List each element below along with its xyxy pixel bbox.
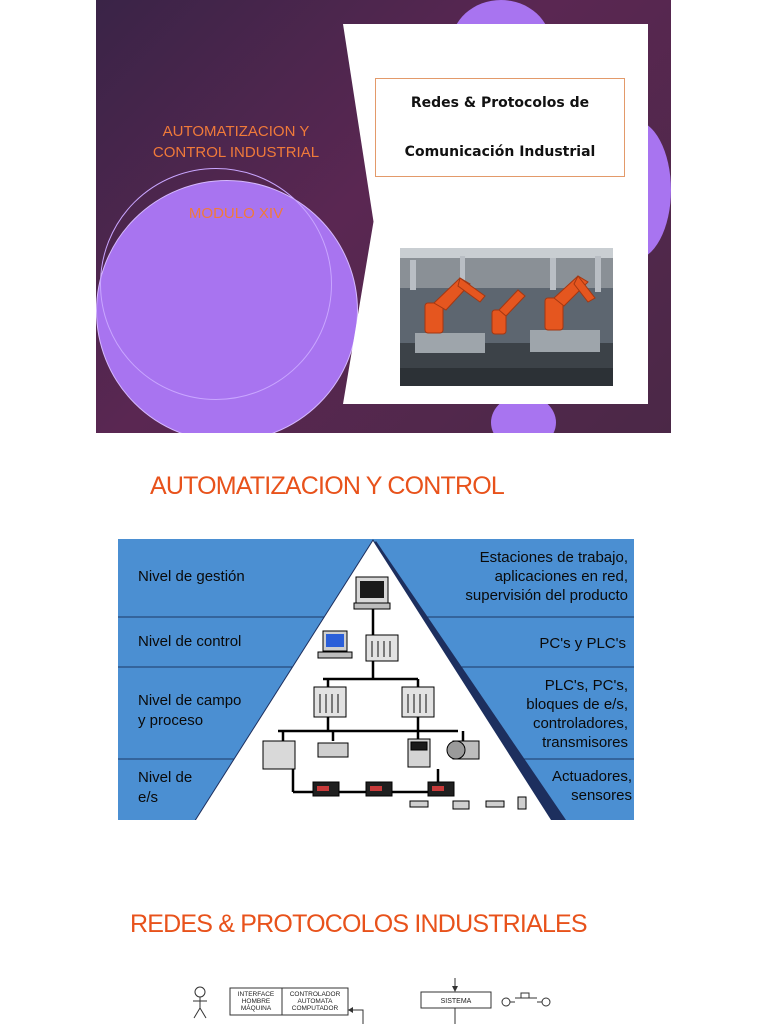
field-desc-line1: PLC's, PC's, [544, 677, 628, 694]
management-desc-line3: supervisión del producto [465, 587, 628, 604]
controller-line3: COMPUTADOR [292, 1005, 339, 1012]
slide-title-line1: AUTOMATIZACION Y [162, 123, 310, 140]
level-io-label: Nivel de e/s [138, 768, 192, 808]
pyramid-graphic [118, 539, 634, 820]
management-desc-line2: aplicaciones en red, [494, 568, 628, 585]
management-desc-line1: Estaciones de trabajo, [479, 549, 628, 566]
control-loop-diagram: INTERFACE HOMBRE MÁQUINA CONTROLADOR AUT… [193, 978, 551, 1024]
level-io-line2: e/s [138, 789, 159, 806]
controller-line1: CONTROLADOR [290, 991, 341, 998]
title-slide: AUTOMATIZACION Y CONTROL INDUSTRIAL MODU… [96, 0, 671, 433]
card-title-line1: Redes & Protocolos de [410, 95, 590, 112]
pc-icon [317, 630, 353, 659]
industrial-robots-photo [400, 248, 613, 386]
field-desc-line3: controladores, [532, 715, 628, 732]
section-heading-automation: AUTOMATIZACION Y CONTROL [150, 472, 505, 500]
controller-line2: AUTOMATA [297, 998, 333, 1005]
io-desc-line2: sensores [571, 787, 632, 804]
slide-title-line2: CONTROL INDUSTRIAL [152, 144, 320, 161]
operator-icon [193, 986, 207, 1019]
interface-line3: MÁQUINA [241, 1003, 272, 1012]
automation-pyramid-diagram: Nivel de gestión Nivel de control Nivel … [118, 539, 634, 820]
card-title-line2: Comunicación Industrial [404, 143, 596, 160]
workstation-icon [353, 576, 391, 610]
field-desc-line2: bloques de e/s, [526, 696, 628, 713]
level-field-line1: Nivel de campo [138, 692, 242, 709]
level-field-label: Nivel de campo y proceso [138, 691, 241, 731]
management-description: Estaciones de trabajo, aplicaciones en r… [465, 548, 628, 605]
section-heading-networks: REDES & PROTOCOLOS INDUSTRIALES [130, 910, 588, 938]
card-title-box: Redes & Protocolos de Comunicación Indus… [375, 78, 625, 177]
io-description: Actuadores, sensores [552, 767, 632, 805]
level-field-line2: y proceso [138, 712, 204, 729]
system-label: SISTEMA [441, 998, 472, 1005]
switch-symbol-icon [501, 992, 551, 1007]
slide-title: AUTOMATIZACION Y CONTROL INDUSTRIAL [146, 121, 326, 163]
field-description: PLC's, PC's, bloques de e/s, controlador… [526, 676, 628, 752]
io-desc-line1: Actuadores, [551, 768, 632, 785]
interface-line2: HOMBRE [242, 998, 271, 1005]
decor-circle-outline [100, 168, 332, 400]
module-label: MODULO XIV [188, 205, 284, 222]
control-description: PC's y PLC's [539, 635, 626, 652]
level-io-line1: Nivel de [138, 769, 193, 786]
field-desc-line4: transmisores [542, 734, 628, 751]
level-control-label: Nivel de control [138, 633, 242, 650]
level-management-label: Nivel de gestión [138, 568, 245, 585]
interface-line1: INTERFACE [238, 991, 275, 998]
